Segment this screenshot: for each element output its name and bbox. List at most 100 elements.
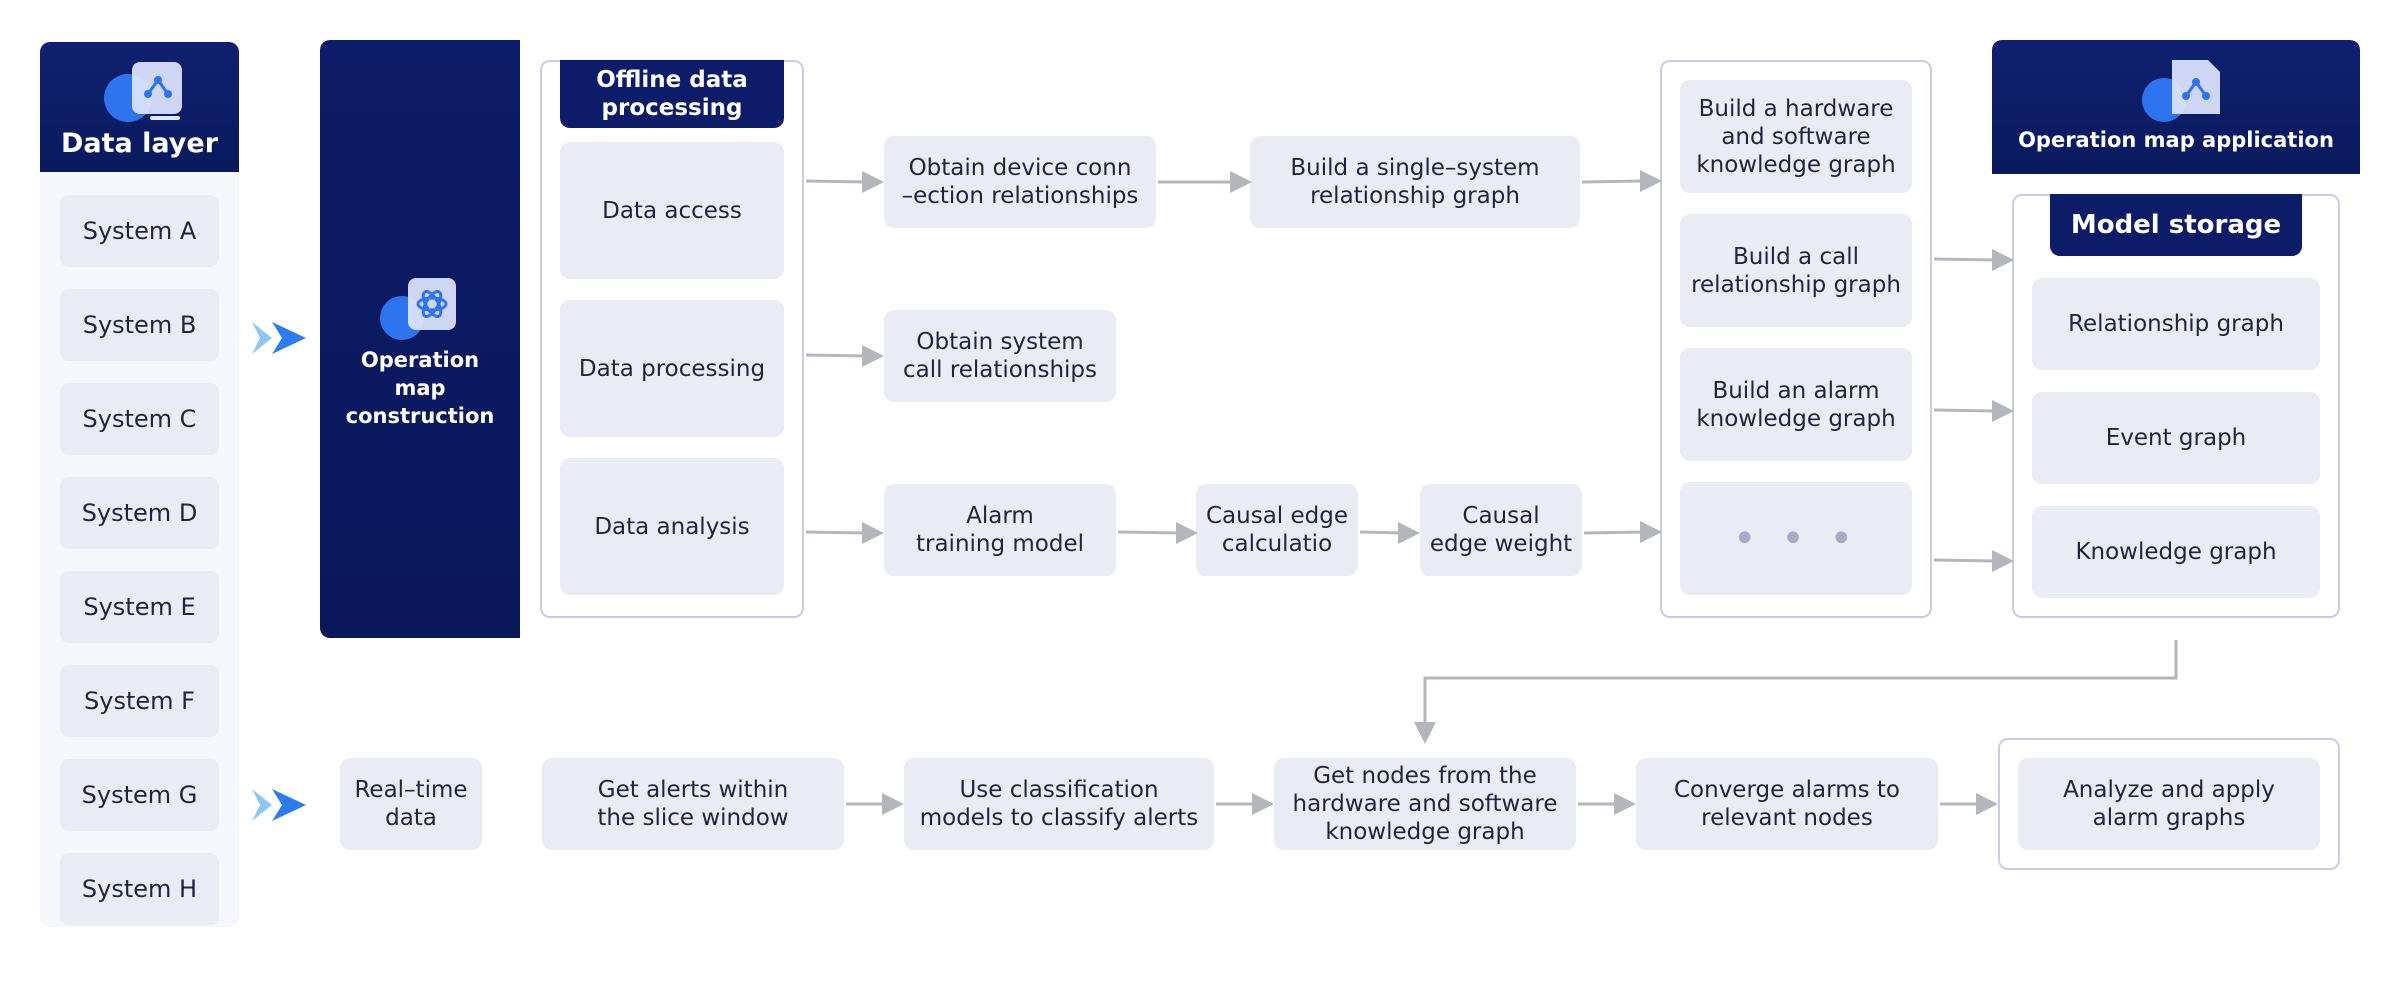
box-line: Build an alarm xyxy=(1712,377,1880,404)
box-line: knowledge graph xyxy=(1325,819,1525,845)
construction-title-line: Operation xyxy=(360,348,480,372)
box-line: Get alerts within xyxy=(597,777,789,803)
data-access-box: Data access xyxy=(560,142,784,279)
arrow xyxy=(1933,558,1997,563)
get-nodes-box: Get nodes from the hardware and software… xyxy=(1274,758,1576,850)
box-line: calculatio xyxy=(1221,531,1333,557)
box-line: alarm graphs xyxy=(2092,805,2246,831)
device-connection-box: Obtain device conn –ection relationships xyxy=(884,136,1156,228)
model-storage-title: Model storage xyxy=(2050,194,2302,256)
data-layer-header: Data layer xyxy=(40,42,239,172)
system-item: System C xyxy=(60,383,219,455)
relationship-graph-box: Relationship graph xyxy=(2032,278,2320,370)
arrow xyxy=(805,179,867,184)
double-chevron-icon xyxy=(252,789,306,821)
box-line: knowledge graph xyxy=(1696,151,1896,178)
converge-alarms-box: Converge alarms to relevant nodes xyxy=(1636,758,1938,850)
box-line: Obtain device conn xyxy=(908,155,1132,181)
arrowhead xyxy=(862,345,884,367)
arrowhead xyxy=(1398,522,1420,544)
construction-title-line: map construction xyxy=(345,376,495,428)
system-item: System H xyxy=(60,853,219,925)
arrowhead xyxy=(1414,722,1436,744)
analyze-alarm-graphs-box: Analyze and apply alarm graphs xyxy=(2018,758,2320,850)
box-line: hardware and software xyxy=(1292,791,1558,817)
offline-title-line: processing xyxy=(601,95,743,121)
build-hw-sw-graph-box: Build a hardware and software knowledge … xyxy=(1680,80,1912,193)
arrowhead xyxy=(862,171,884,193)
build-call-graph-box: Build a call relationship graph xyxy=(1680,214,1912,327)
box-line: and software xyxy=(1721,123,1871,150)
construction-title: Operation map construction xyxy=(320,346,520,430)
application-title: Operation map application xyxy=(2018,128,2334,152)
arrow xyxy=(1933,408,1997,413)
arrowhead xyxy=(1992,400,2014,422)
box-line: –ection relationships xyxy=(901,183,1139,209)
system-call-box: Obtain system call relationships xyxy=(884,310,1116,402)
arrow xyxy=(1581,179,1645,184)
box-line: knowledge graph xyxy=(1696,405,1896,432)
realtime-data-box: Real–time data xyxy=(340,758,482,850)
offline-title-line: Offline data xyxy=(596,67,748,93)
knowledge-graph-box: Knowledge graph xyxy=(2032,506,2320,598)
arrowhead xyxy=(862,522,884,544)
data-layer-title: Data layer xyxy=(60,128,219,159)
box-line: Causal xyxy=(1462,503,1540,529)
system-item: System F xyxy=(60,665,219,737)
causal-edge-calculation-box: Causal edge calculatio xyxy=(1196,484,1358,576)
more-items-ellipsis: • • • xyxy=(1680,482,1912,595)
box-line: Obtain system xyxy=(916,329,1084,355)
arrow xyxy=(805,530,867,535)
arrow xyxy=(1583,530,1645,535)
operation-map-construction-panel xyxy=(320,40,520,638)
box-line: relationship graph xyxy=(1691,271,1901,298)
get-alerts-box: Get alerts within the slice window xyxy=(542,758,844,850)
box-line: edge weight xyxy=(1429,531,1573,557)
arrow xyxy=(1117,530,1181,535)
arrowhead xyxy=(1976,793,1998,815)
box-line: Build a hardware xyxy=(1698,95,1894,122)
box-line: relationship graph xyxy=(1310,183,1520,209)
build-alarm-graph-box: Build an alarm knowledge graph xyxy=(1680,348,1912,461)
double-chevron-icon xyxy=(252,322,306,354)
arrowhead xyxy=(1992,550,2014,572)
system-item: System E xyxy=(60,571,219,643)
box-line: Build a call xyxy=(1733,243,1859,270)
arrowhead xyxy=(1176,522,1198,544)
box-line: Build a single–system xyxy=(1290,155,1540,181)
alarm-training-box: Alarm training model xyxy=(884,484,1116,576)
arrowhead xyxy=(1614,793,1636,815)
box-line: Converge alarms to xyxy=(1673,777,1900,803)
graph-icon xyxy=(104,62,182,122)
system-item: System D xyxy=(60,477,219,549)
arrowhead xyxy=(1992,249,2014,271)
arrowhead xyxy=(1230,171,1252,193)
box-line: Get nodes from the xyxy=(1313,763,1537,789)
system-item: System G xyxy=(60,759,219,831)
box-line: relevant nodes xyxy=(1701,805,1873,831)
box-line: Analyze and apply xyxy=(2063,777,2275,803)
box-line: models to classify alerts xyxy=(919,805,1199,831)
event-graph-box: Event graph xyxy=(2032,392,2320,484)
box-line: data xyxy=(385,805,437,831)
data-analysis-box: Data analysis xyxy=(560,458,784,595)
system-item: System A xyxy=(60,195,219,267)
box-line: Use classification xyxy=(959,777,1159,803)
arrow xyxy=(1359,530,1405,535)
box-line: training model xyxy=(915,531,1085,557)
box-line: Causal edge xyxy=(1205,503,1348,529)
arrowhead xyxy=(1640,170,1662,192)
box-line: Real–time xyxy=(354,777,468,803)
system-item: System B xyxy=(60,289,219,361)
classify-alerts-box: Use classification models to classify al… xyxy=(904,758,1214,850)
causal-edge-weight-box: Causal edge weight xyxy=(1420,484,1582,576)
arrowhead xyxy=(1640,521,1662,543)
box-line: call relationships xyxy=(902,357,1097,383)
data-processing-box: Data processing xyxy=(560,300,784,437)
arrowhead xyxy=(882,793,904,815)
box-line: the slice window xyxy=(597,805,789,831)
atom-icon xyxy=(380,278,456,340)
arrowhead xyxy=(1252,793,1274,815)
arrow xyxy=(1423,640,2178,726)
